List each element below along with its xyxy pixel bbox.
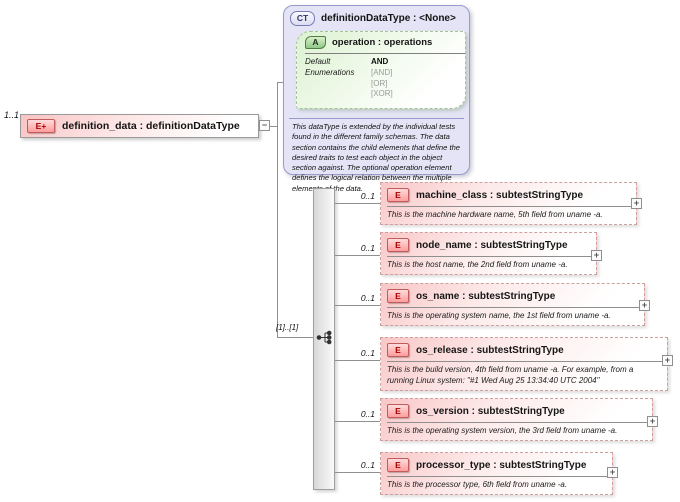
expand-toggle[interactable]: + — [607, 467, 618, 478]
element-node-name[interactable]: E node_name : subtestStringType This is … — [380, 232, 602, 275]
element-icon: E — [387, 343, 409, 357]
expand-toggle[interactable]: + — [662, 355, 673, 366]
connector-line — [335, 360, 381, 361]
attribute-title: operation : operations — [332, 37, 433, 48]
element-annotation: This is the machine hardware name, 5th f… — [387, 210, 603, 219]
spacer — [305, 79, 371, 90]
element-icon: E — [387, 289, 409, 303]
element-processor-type[interactable]: E processor_type : subtestStringType Thi… — [380, 452, 618, 495]
spacer — [305, 89, 371, 100]
sequence-cardinality-label: [1]..[1] — [276, 323, 299, 332]
separator — [387, 361, 667, 362]
cardinality-label: 0..1 — [360, 293, 375, 303]
element-title: node_name : subtestStringType — [416, 239, 568, 251]
element-annotation: This is the build version, 4th field fro… — [387, 365, 634, 385]
connector-line — [335, 305, 381, 306]
expand-toggle[interactable]: + — [631, 198, 642, 209]
element-definition-data[interactable]: E+ definition_data : definitionDataType — [20, 114, 259, 138]
element-os-version[interactable]: E os_version : subtestStringType This is… — [380, 398, 658, 441]
complex-type-icon: CT — [290, 11, 315, 26]
collapse-toggle[interactable]: − — [259, 120, 270, 131]
cardinality-label: 0..1 — [360, 243, 375, 253]
root-cardinality-label: 1..1 — [4, 110, 20, 120]
element-title: os_name : subtestStringType — [416, 290, 556, 302]
cardinality-label: 0..1 — [360, 460, 375, 470]
element-header: E os_release : subtestStringType — [387, 343, 661, 357]
separator — [387, 307, 644, 308]
enumeration-value: [XOR] — [371, 89, 393, 99]
element-icon: E — [387, 404, 409, 418]
expand-toggle[interactable]: + — [647, 416, 658, 427]
element-annotation: This is the host name, the 2nd field fro… — [387, 260, 568, 269]
connector-line — [335, 472, 381, 473]
attribute-icon: A — [305, 36, 326, 49]
element-title: os_version : subtestStringType — [416, 405, 565, 417]
connector-line — [335, 421, 381, 422]
trunk-connector-line — [277, 82, 278, 338]
default-label: Default — [305, 57, 331, 66]
connector-line — [335, 255, 381, 256]
separator — [387, 206, 636, 207]
element-annotation: This is the operating system version, th… — [387, 426, 618, 435]
element-header: E processor_type : subtestStringType — [387, 458, 606, 472]
enumerations-label: Enumerations — [305, 67, 355, 77]
element-icon: E — [387, 238, 409, 252]
attribute-facets: Default AND Enumerations [AND] [OR] [XOR… — [305, 57, 459, 100]
element-plus-icon: E+ — [27, 119, 55, 133]
cardinality-label: 0..1 — [360, 191, 375, 201]
element-icon: E — [387, 188, 409, 202]
sequence-connector-line — [277, 337, 314, 338]
element-title: machine_class : subtestStringType — [416, 189, 584, 201]
cardinality-label: 0..1 — [360, 409, 375, 419]
sequence-compositor-bar[interactable] — [313, 188, 335, 490]
complex-type-box[interactable]: CT definitionDataType : <None> A operati… — [283, 5, 470, 193]
element-header: E machine_class : subtestStringType — [387, 188, 630, 202]
element-header: E os_version : subtestStringType — [387, 404, 646, 418]
expand-toggle[interactable]: + — [639, 300, 650, 311]
element-os-release[interactable]: E os_release : subtestStringType This is… — [380, 337, 673, 391]
complex-type-title: definitionDataType : <None> — [321, 13, 456, 24]
element-title: processor_type : subtestStringType — [416, 459, 587, 471]
element-title: definition_data : definitionDataType — [62, 120, 240, 132]
element-machine-class[interactable]: E machine_class : subtestStringType This… — [380, 182, 642, 225]
default-value: AND — [371, 57, 389, 66]
cardinality-label: 0..1 — [360, 348, 375, 358]
element-os-name[interactable]: E os_name : subtestStringType This is th… — [380, 283, 650, 326]
element-title: os_release : subtestStringType — [416, 344, 564, 356]
attribute-header: A operation : operations — [305, 36, 459, 49]
enumeration-value: [OR] — [371, 78, 388, 88]
sequence-icon — [316, 330, 332, 345]
separator — [387, 476, 612, 477]
element-annotation: This is the processor type, 6th field fr… — [387, 480, 568, 489]
connector-line — [335, 203, 381, 204]
enumeration-value: [AND] — [371, 67, 393, 77]
type-connector-line — [277, 82, 284, 83]
element-header: E node_name : subtestStringType — [387, 238, 590, 252]
attribute-operation-box[interactable]: A operation : operations Default AND Enu… — [296, 31, 466, 109]
attribute-separator — [305, 53, 465, 54]
element-icon: E — [387, 458, 409, 472]
complex-type-header: CT definitionDataType : <None> — [284, 6, 469, 26]
separator — [387, 256, 596, 257]
element-annotation: This is the operating system name, the 1… — [387, 311, 611, 320]
separator — [387, 422, 652, 423]
element-header: E os_name : subtestStringType — [387, 289, 638, 303]
expand-toggle[interactable]: + — [591, 250, 602, 261]
